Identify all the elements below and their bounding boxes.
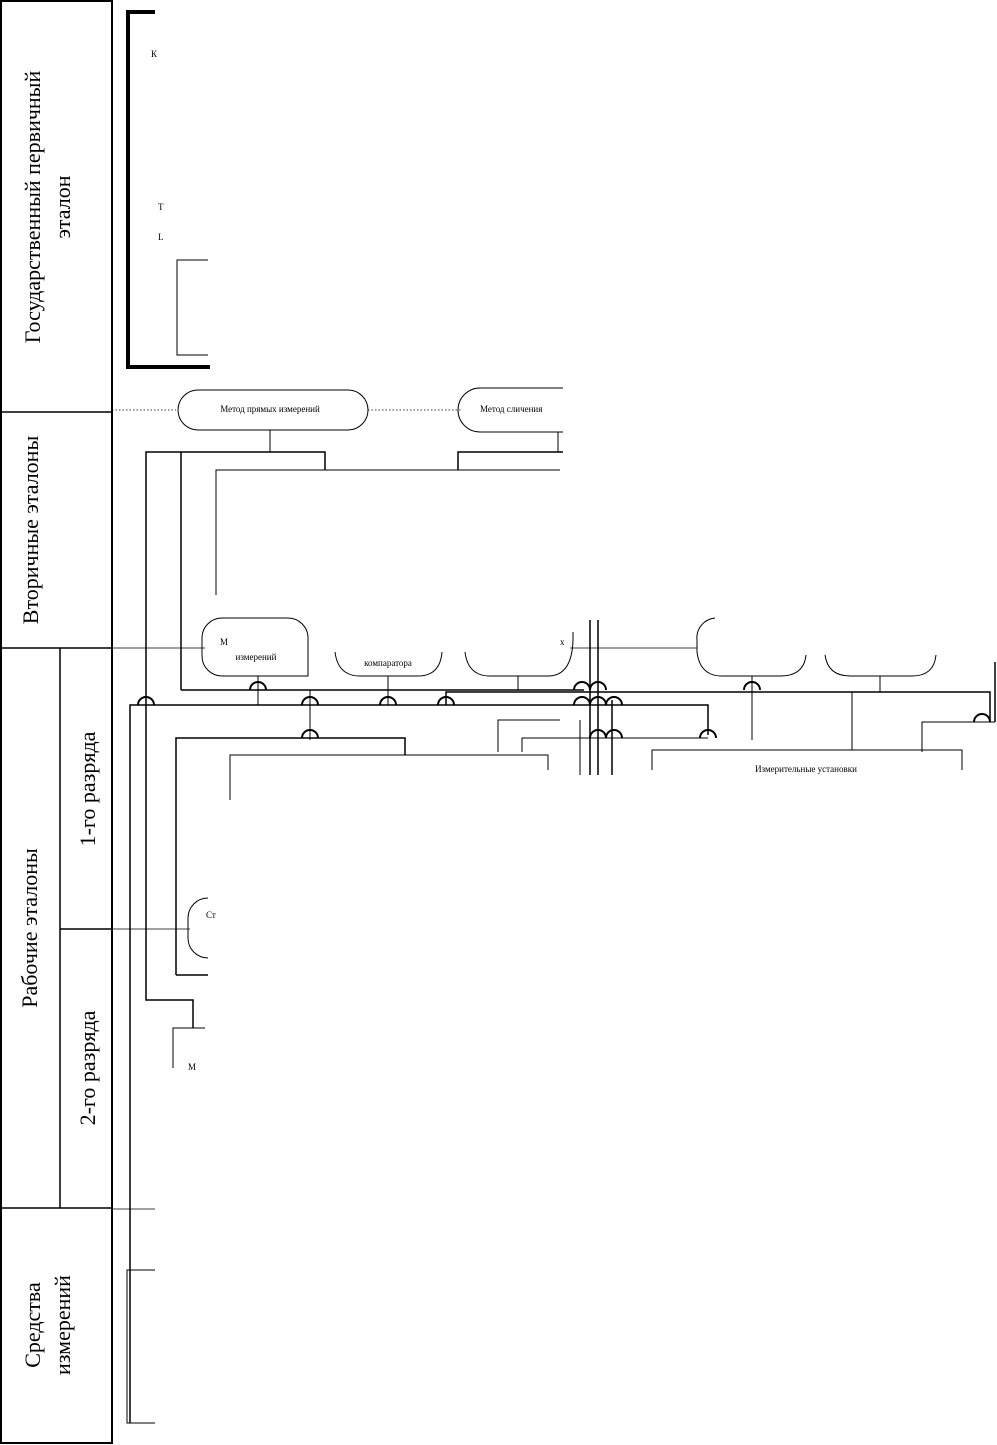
working-standards-label: Рабочие эталоны	[17, 848, 42, 1008]
category-column: Государственный первичный эталон Вторичн…	[0, 0, 113, 1444]
instruments-bracket	[126, 1269, 155, 1424]
fragment-komparatora: компаратора	[364, 658, 412, 668]
fragment-m2: М	[188, 1062, 196, 1072]
node-x	[464, 632, 574, 677]
secondary-level: Метод прямых измерений Метод сличения	[145, 387, 563, 700]
node-right-2	[824, 654, 937, 677]
level-separators	[112, 409, 697, 1210]
state-primary-label-line1: Государственный первичный	[20, 71, 45, 344]
method-right-node	[457, 387, 563, 433]
fragment-izmeritelnye: Измерительные установки	[755, 764, 857, 774]
node-right-1	[696, 617, 807, 677]
line-crossing-hops	[137, 681, 991, 739]
lower-levels: Ст М	[126, 700, 216, 1424]
second-rank-label: 2-го разряда	[75, 1010, 100, 1125]
method-right-label: Метод сличения	[480, 404, 542, 414]
node-m-izmereniy	[201, 617, 309, 677]
node-st	[187, 897, 209, 959]
secondary-standards-label: Вторичные эталоны	[18, 436, 43, 625]
fragment-k: К	[151, 49, 158, 59]
method-direct-label: Метод прямых измерений	[220, 404, 320, 414]
method-direct-node	[177, 389, 369, 431]
fragment-m: М	[220, 637, 228, 647]
fragment-t: Т	[158, 202, 164, 212]
category-column-border	[0, 0, 113, 1444]
fragment-x: х	[560, 637, 565, 647]
instruments-label-line2: измерений	[50, 1275, 75, 1375]
first-rank-label: 1-го разряда	[75, 731, 100, 846]
state-primary-label-line2: эталон	[50, 175, 75, 238]
primary-standard-frame: К Т L	[126, 10, 210, 369]
fragment-l: L	[158, 232, 164, 242]
fragment-izmereniy: измерений	[236, 652, 277, 662]
instruments-label-line1: Средства	[20, 1282, 45, 1368]
first-rank-level: М измерений компаратора х	[129, 617, 996, 1423]
fragment-st: Ст	[206, 910, 216, 920]
node-komparatora	[334, 651, 443, 677]
